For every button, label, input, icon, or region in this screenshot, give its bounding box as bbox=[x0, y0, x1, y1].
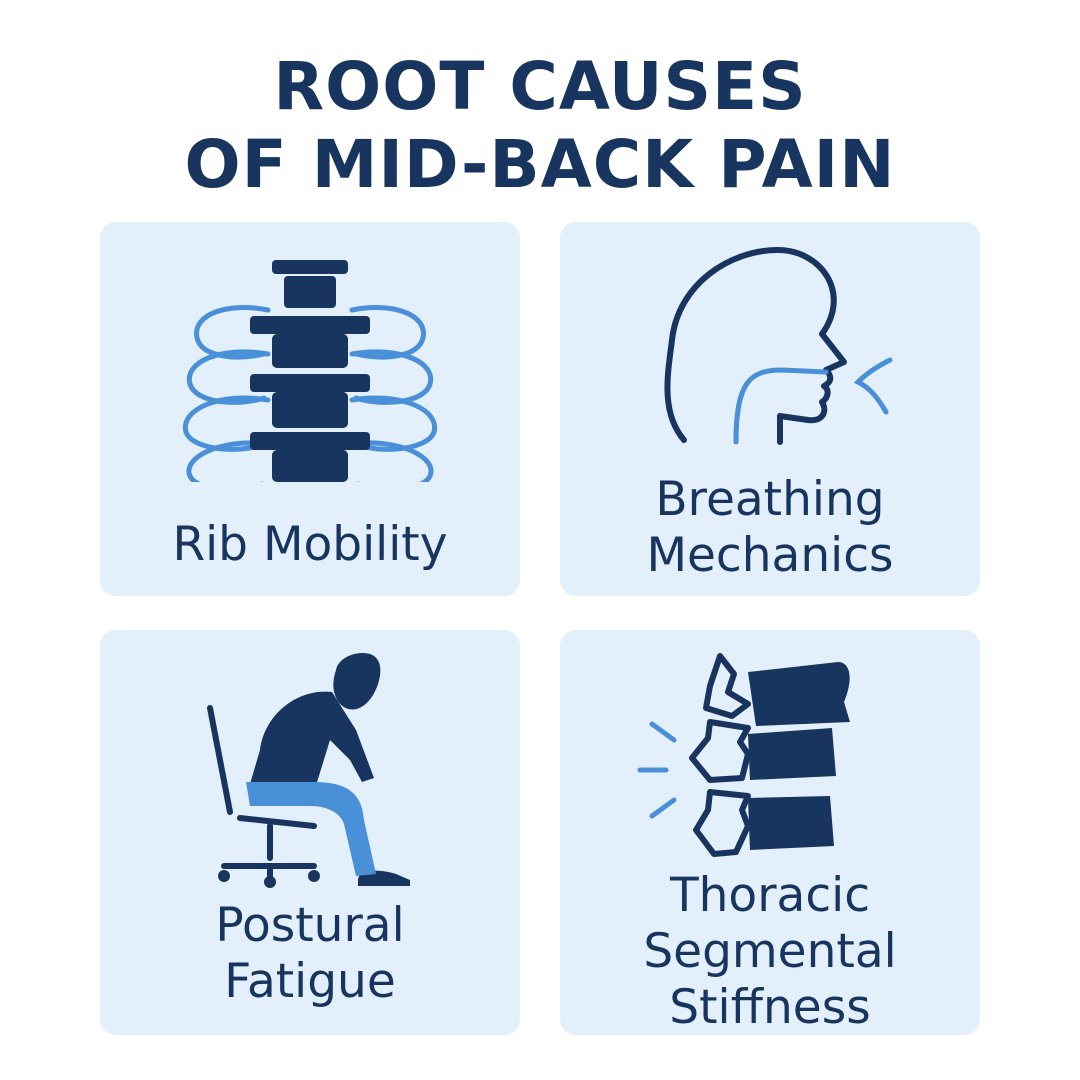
card-label-line: Segmental bbox=[643, 924, 897, 979]
card-label-line: Stiffness bbox=[669, 980, 871, 1035]
card-label-line: Rib Mobility bbox=[172, 517, 448, 572]
rib-cage-spine-icon bbox=[182, 260, 438, 482]
card-rib-mobility: Rib Mobility bbox=[100, 222, 520, 596]
card-label-line: Fatigue bbox=[224, 954, 396, 1009]
title-line-2: OF MID-BACK PAIN bbox=[184, 126, 896, 203]
card-label: Postural Fatigue bbox=[100, 898, 520, 1010]
page-title: ROOT CAUSES OF MID-BACK PAIN bbox=[0, 48, 1080, 204]
card-label: Thoracic Segmental Stiffness bbox=[560, 868, 980, 1036]
breathing-head-icon bbox=[664, 247, 893, 445]
card-thoracic-segmental-stiffness: Thoracic Segmental Stiffness bbox=[560, 630, 980, 1035]
card-postural-fatigue: Postural Fatigue bbox=[100, 630, 520, 1035]
card-label-line: Postural bbox=[215, 898, 405, 953]
card-label-line: Breathing bbox=[655, 472, 885, 527]
slouched-sitting-person-icon bbox=[207, 652, 410, 888]
card-label: Breathing Mechanics bbox=[560, 472, 980, 584]
stiff-vertebrae-icon bbox=[637, 653, 850, 857]
title-line-1: ROOT CAUSES bbox=[273, 48, 807, 125]
card-breathing-mechanics: Breathing Mechanics bbox=[560, 222, 980, 596]
card-label-line: Mechanics bbox=[646, 528, 894, 583]
card-label-line: Thoracic bbox=[669, 868, 871, 923]
card-label: Rib Mobility bbox=[100, 517, 520, 573]
